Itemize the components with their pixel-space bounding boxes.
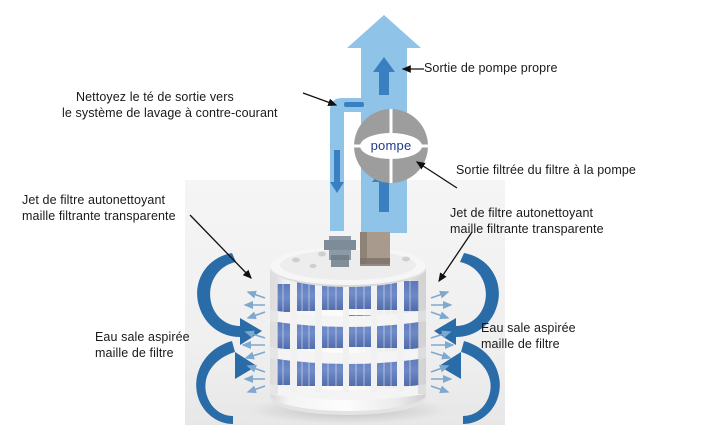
label-self-cleaning-jet-left-line2: maille filtrante transparente bbox=[22, 209, 176, 223]
label-filtered-outlet: Sortie filtrée du filtre à la pompe bbox=[456, 163, 636, 177]
backwash-fitting bbox=[324, 236, 356, 267]
jet-arrow-icon bbox=[430, 290, 455, 394]
pump-label: pompe bbox=[370, 138, 412, 153]
label-dirty-water-right-line2: maille de filtre bbox=[481, 337, 560, 351]
mesh-panels bbox=[270, 268, 426, 400]
clean-outlet-pipe-arrow bbox=[347, 15, 421, 128]
label-dirty-water-right-line1: Eau sale aspirée bbox=[481, 321, 576, 335]
down-arrow-icon bbox=[330, 150, 344, 193]
jet-arrow-icon bbox=[241, 290, 266, 394]
label-self-cleaning-jet-right-line2: maille filtrante transparente bbox=[450, 222, 604, 236]
up-arrow-icon bbox=[373, 57, 395, 95]
outlet-fitting bbox=[360, 232, 390, 266]
tee-bar-icon bbox=[344, 102, 364, 107]
label-dirty-water-left-line2: maille de filtre bbox=[95, 346, 174, 360]
backwash-tee-pipe bbox=[330, 98, 364, 231]
filter-housing bbox=[248, 232, 448, 424]
label-dirty-water-left-line1: Eau sale aspirée bbox=[95, 330, 190, 344]
label-clean-tee-outlet-line2: le système de lavage à contre-courant bbox=[62, 106, 278, 120]
label-clean-pump-outlet: Sortie de pompe propre bbox=[424, 61, 558, 75]
leader-arrow-icon bbox=[189, 65, 473, 283]
label-self-cleaning-jet-left-line1: Jet de filtre autonettoyant bbox=[22, 193, 166, 207]
pump-icon bbox=[354, 109, 428, 183]
label-clean-tee-outlet-line1: Nettoyez le té de sortie vers bbox=[76, 90, 234, 104]
label-self-cleaning-jet-right-line1: Jet de filtre autonettoyant bbox=[450, 206, 594, 220]
curved-suction-arrow-icon bbox=[196, 253, 500, 424]
